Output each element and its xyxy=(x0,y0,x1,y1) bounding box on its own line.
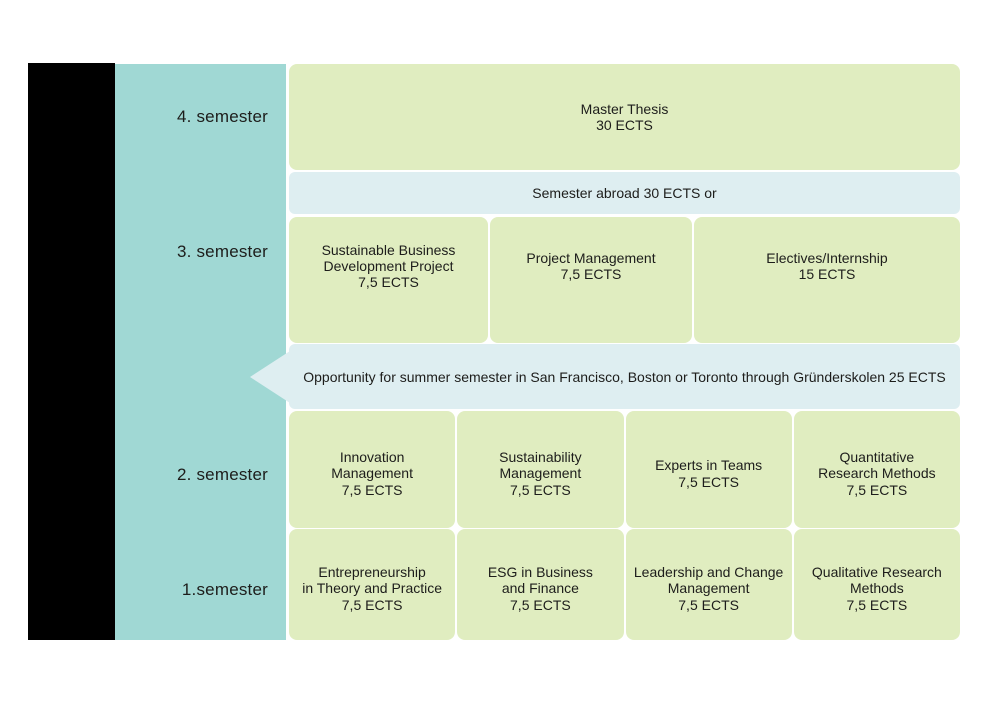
row-semester-1: Entrepreneurship in Theory and Practice … xyxy=(289,529,960,640)
semester-label-1: 1.semester xyxy=(181,580,268,599)
curriculum-grid: Master Thesis 30 ECTS Semester abroad 30… xyxy=(250,64,960,640)
course-block-sustainability-management: Sustainability Management 7,5 ECTS xyxy=(457,411,624,528)
course-block-leadership-change: Leadership and Change Management 7,5 ECT… xyxy=(625,529,792,640)
left-pointer-icon xyxy=(250,350,290,403)
course-block-qualitative-research: Qualitative Research Methods 7,5 ECTS xyxy=(793,529,960,640)
band-semester-abroad-text: Semester abroad 30 ECTS or xyxy=(532,185,717,201)
course-block-master-thesis: Master Thesis 30 ECTS xyxy=(289,64,960,170)
course-block-esg-business-finance: ESG in Business and Finance 7,5 ECTS xyxy=(457,529,624,640)
course-block-innovation-management: Innovation Management 7,5 ECTS xyxy=(289,411,456,528)
row-semester-4: Master Thesis 30 ECTS xyxy=(289,64,960,170)
course-block-entrepreneurship: Entrepreneurship in Theory and Practice … xyxy=(289,529,456,640)
semester-label-2: 2. semester xyxy=(176,465,268,484)
row-semester-2: Innovation Management 7,5 ECTS Sustainab… xyxy=(289,411,960,528)
semester-label-3: 3. semester xyxy=(176,242,268,261)
course-block-project-management: Project Management 7,5 ECTS xyxy=(490,217,692,343)
course-block-sustainable-business: Sustainable Business Development Project… xyxy=(289,217,488,343)
band-semester-abroad: Semester abroad 30 ECTS or xyxy=(289,172,960,214)
band-summer-opportunity-text: Opportunity for summer semester in San F… xyxy=(303,368,946,385)
course-block-electives-internship: Electives/Internship 15 ECTS xyxy=(694,217,960,343)
semester-label-4: 4. semester xyxy=(176,107,268,126)
band-summer-opportunity: Opportunity for summer semester in San F… xyxy=(250,344,960,409)
course-block-experts-in-teams: Experts in Teams 7,5 ECTS xyxy=(625,411,792,528)
course-block-quantitative-research: Quantitative Research Methods 7,5 ECTS xyxy=(793,411,960,528)
row-semester-3: Sustainable Business Development Project… xyxy=(289,217,960,343)
